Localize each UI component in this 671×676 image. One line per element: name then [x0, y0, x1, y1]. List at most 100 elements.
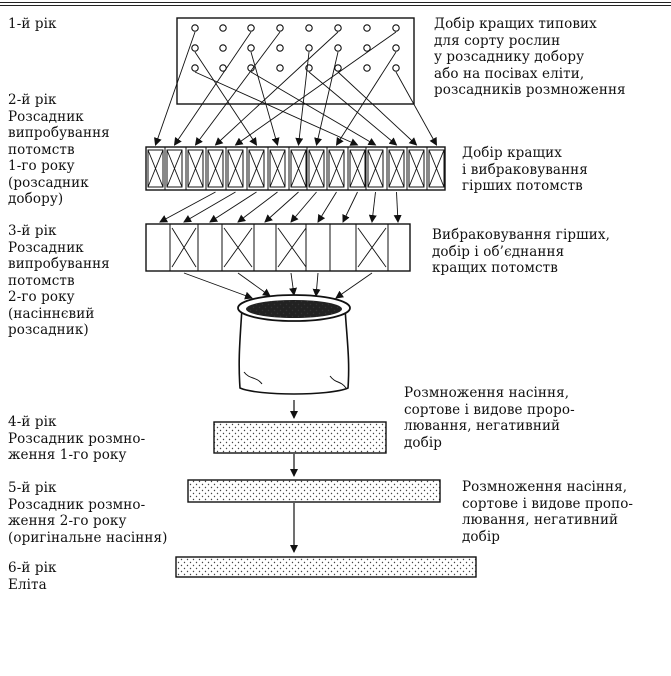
progeny-arrow	[393, 191, 402, 223]
note-culling-year3: Вибраковування гірших, добір і об’єднанн…	[432, 227, 610, 276]
progeny-arrow	[264, 191, 299, 223]
progeny-arrow	[183, 191, 236, 223]
label-year4: 4-й рік Розсадник розмно- ження 1-го рок…	[8, 414, 146, 463]
selection-arrow	[173, 31, 252, 146]
label-year3: 3-й рік Розсадник випробування потомств …	[8, 223, 110, 338]
plant-marker	[392, 44, 400, 52]
plot-cross-line	[248, 149, 265, 188]
plot-cross-line	[269, 149, 286, 188]
progeny-arrow	[237, 191, 278, 223]
selection-arrow	[194, 71, 359, 146]
selection-arrow	[250, 51, 280, 146]
year1-plot	[176, 17, 415, 105]
progeny-plot	[248, 149, 265, 188]
plant-marker	[276, 64, 284, 72]
progeny-arrow	[317, 191, 337, 223]
plant-marker	[191, 64, 199, 72]
selection-arrow	[395, 71, 437, 146]
progeny-plot	[428, 149, 445, 188]
year3-seed-nursery	[145, 223, 411, 272]
note-culling-year2: Добір кращих і вибраковування гірших пот…	[462, 145, 588, 194]
plant-marker	[191, 44, 199, 52]
plot-cross-line	[207, 149, 224, 188]
plot-cross-line	[349, 149, 366, 188]
plot-cross-line	[171, 227, 197, 268]
plot-cross-line	[277, 227, 307, 268]
plot-cross-line	[367, 149, 384, 188]
plot-cross-line	[166, 149, 183, 188]
plot-cross-line	[408, 149, 425, 188]
plant-marker	[392, 24, 400, 32]
plant-marker	[276, 24, 284, 32]
seed-bag	[237, 294, 351, 395]
year5-multiplication-plot	[187, 479, 441, 503]
selection-arrow	[308, 71, 398, 146]
progeny-plot	[227, 149, 244, 188]
label-year1: 1-й рік	[8, 16, 57, 32]
progeny-arrow	[209, 191, 257, 223]
plot-cross-line	[227, 149, 244, 188]
plot-cross-line	[290, 149, 307, 188]
plot-cross-line	[357, 227, 387, 268]
plant-marker	[334, 64, 342, 72]
top-rule-secondary	[0, 5, 671, 6]
plant-marker	[305, 44, 313, 52]
plant-marker	[247, 44, 255, 52]
selection-arrow	[250, 71, 377, 146]
selection-arrow	[154, 31, 196, 146]
year2-progeny-nursery	[145, 146, 446, 191]
selection-arrow	[337, 71, 418, 146]
plant-marker	[392, 64, 400, 72]
progeny-plot	[207, 149, 224, 188]
selected-plants-group	[191, 24, 400, 72]
plant-marker	[363, 64, 371, 72]
merge-arrow	[312, 272, 321, 297]
plant-marker	[191, 24, 199, 32]
year2-progeny-plots	[145, 147, 445, 190]
year4-multiplication-plot	[213, 421, 387, 454]
selection-arrows-group	[154, 31, 437, 146]
progeny-plot	[388, 149, 405, 188]
merge-arrow	[237, 272, 271, 297]
progeny-arrow	[368, 191, 377, 223]
progeny-plot	[147, 149, 164, 188]
year6-elite-plot	[175, 556, 477, 578]
progeny-plot	[290, 149, 307, 188]
plant-marker	[219, 44, 227, 52]
note-selection: Добір кращих типових для сорту рослин у …	[434, 16, 626, 98]
merge-arrow	[183, 272, 253, 300]
progeny-plot	[367, 149, 384, 188]
selection-arrow	[194, 31, 281, 146]
plant-marker	[276, 44, 284, 52]
plot-cross-line	[308, 149, 325, 188]
progeny-plot	[269, 149, 286, 188]
selection-arrow	[295, 51, 310, 146]
plot-cross-line	[328, 149, 345, 188]
progeny-plot	[349, 149, 366, 188]
label-year6: 6-й рік Еліта	[8, 560, 57, 593]
year2-to-year3-arrows	[159, 191, 402, 223]
note-propagation-year5: Розмноження насіння, сортове і видове пр…	[462, 479, 634, 545]
top-rule	[0, 2, 671, 3]
progeny-plot	[308, 149, 325, 188]
progeny-plot	[166, 149, 183, 188]
plot-cross-line	[388, 149, 405, 188]
plot-cross-line	[428, 149, 445, 188]
selection-arrow	[234, 31, 397, 146]
plant-marker	[305, 24, 313, 32]
label-year5: 5-й рік Розсадник розмно- ження 2-го рок…	[8, 480, 168, 546]
selection-arrow	[314, 51, 339, 146]
plant-marker	[334, 24, 342, 32]
plant-marker	[363, 44, 371, 52]
label-year2: 2-й рік Розсадник випробування потомств …	[8, 92, 110, 207]
progeny-plot	[408, 149, 425, 188]
year3-to-bag-arrows	[183, 272, 373, 300]
progeny-arrow	[342, 191, 358, 223]
plant-marker	[247, 24, 255, 32]
plant-marker	[334, 44, 342, 52]
plant-marker	[363, 24, 371, 32]
progeny-plot	[328, 149, 345, 188]
selection-arrow	[194, 51, 258, 146]
note-propagation-year4: Розмноження насіння, сортове і видове пр…	[404, 385, 575, 451]
progeny-plot	[187, 149, 204, 188]
